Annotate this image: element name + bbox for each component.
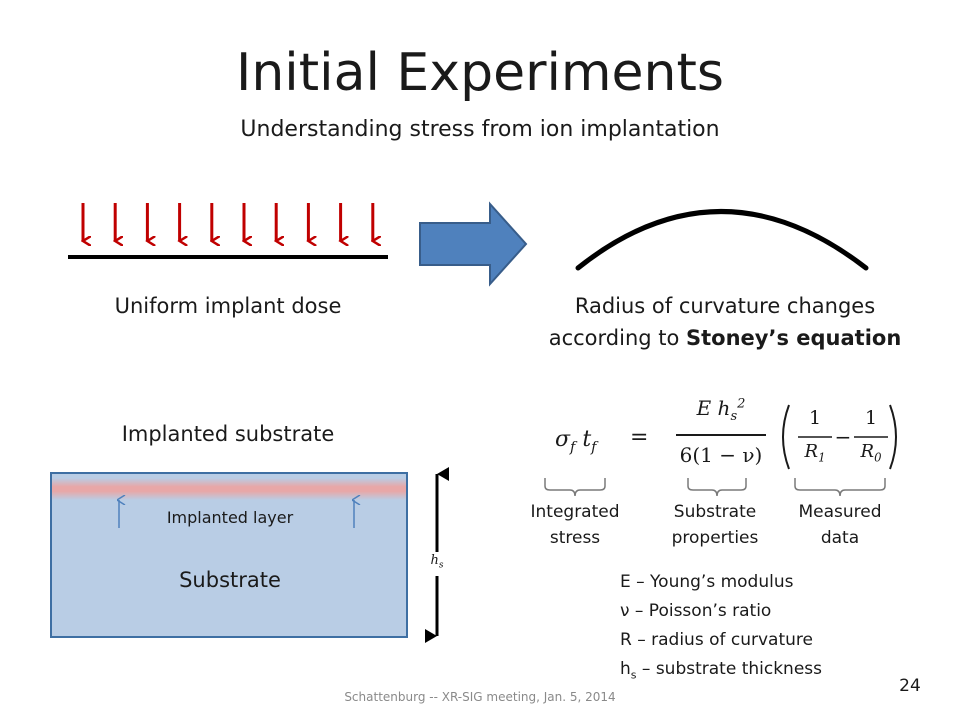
curvature-caption-prefix: according to — [548, 326, 687, 350]
legend-item-radius: R – radius of curvature — [620, 630, 813, 650]
brace-label-substrate-line2: properties — [671, 528, 759, 548]
equation-fraction-bar — [676, 434, 766, 436]
page-number: 24 — [899, 676, 921, 696]
left-paren-icon — [782, 404, 790, 470]
legend-item-modulus: E – Young’s modulus — [620, 572, 794, 592]
curvature-caption-line1: Radius of curvature changes — [574, 294, 876, 318]
legend-thickness-h: h — [620, 659, 631, 679]
dose-caption: Uniform implant dose — [114, 294, 342, 318]
frac2-denominator: R0 — [860, 441, 882, 465]
brace-measured-icon — [794, 478, 886, 497]
equation-denominator: 6(1 − ν) — [679, 443, 763, 467]
implanted-layer-band — [52, 478, 406, 500]
implanted-substrate-heading: Implanted substrate — [121, 422, 335, 446]
thickness-h: h — [430, 553, 439, 568]
brace-label-stress-line2: stress — [549, 528, 601, 548]
slide-footer: Schattenburg -- XR-SIG meeting, Jan. 5, … — [344, 690, 616, 704]
thickness-label: hs — [424, 553, 450, 571]
brace-substrate-icon — [687, 478, 747, 497]
brace-label-stress: Integrated stress — [515, 499, 635, 551]
legend-thickness-sub: s — [630, 668, 637, 682]
frac1-denominator: R1 — [804, 441, 826, 465]
curvature-caption: Radius of curvature changes according to… — [505, 290, 945, 354]
brace-label-measured-line2: data — [820, 528, 860, 548]
transform-arrow-icon — [419, 201, 528, 287]
curvature-caption-line2: according to Stoney’s equation — [505, 322, 945, 354]
brace-label-stress-line1: Integrated — [530, 502, 620, 522]
legend-item-poisson: ν – Poisson’s ratio — [620, 601, 772, 621]
implanted-layer-label: Implanted layer — [166, 508, 294, 527]
equation-lhs: σf tf — [555, 427, 597, 456]
right-paren-icon — [889, 404, 897, 470]
brace-label-substrate-line1: Substrate — [673, 502, 757, 522]
stoney-equation-label: Stoney’s equation — [686, 326, 902, 350]
frac1-numerator: 1 — [808, 407, 822, 429]
brace-label-measured: Measured data — [780, 499, 900, 551]
slide-title: Initial Experiments — [236, 43, 724, 103]
brace-stress-icon — [544, 478, 606, 497]
slide-subtitle: Understanding stress from ion implantati… — [240, 117, 720, 142]
brace-label-measured-line1: Measured — [798, 502, 882, 522]
legend-item-thickness: hs – substrate thickness — [620, 655, 940, 689]
substrate-label: Substrate — [179, 568, 281, 592]
symbol-legend: E – Young’s modulus ν – Poisson’s ratio … — [620, 568, 940, 689]
equation-equals: = — [630, 425, 649, 450]
implant-dose-arrows — [83, 203, 373, 241]
brace-label-substrate: Substrate properties — [655, 499, 775, 551]
equation-minus: − — [834, 425, 852, 449]
legend-thickness-text: – substrate thickness — [636, 659, 823, 679]
equation-numerator: E hs2 — [696, 396, 746, 424]
frac2-numerator: 1 — [864, 407, 878, 429]
thickness-sub: s — [438, 560, 444, 571]
curved-substrate-arc — [575, 209, 869, 271]
